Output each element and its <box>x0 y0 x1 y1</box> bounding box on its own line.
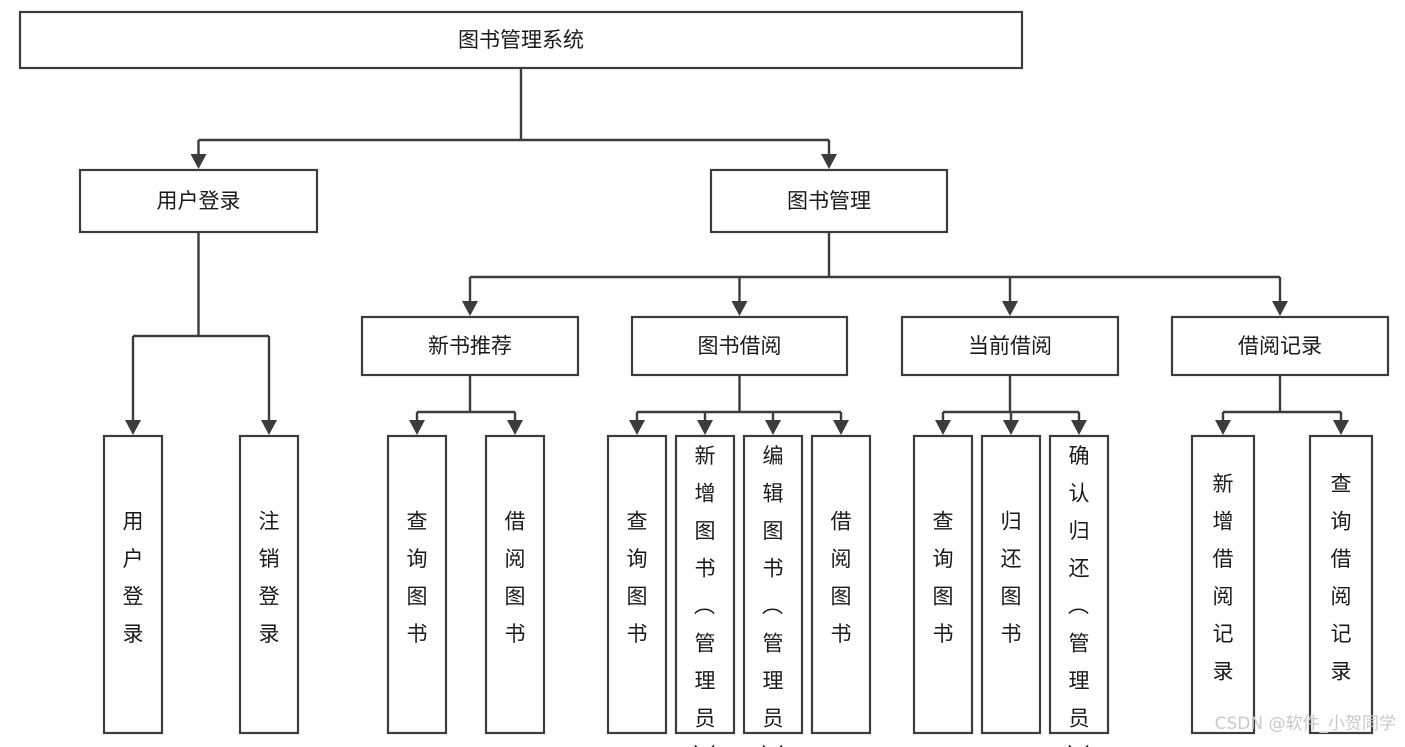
node-leaf-bb-edit[interactable]: 编辑图书（管理员） <box>742 434 804 747</box>
arrow-head-icon <box>1333 420 1349 435</box>
node-label: 借阅图书 <box>831 510 852 647</box>
node-leaf-cb-return[interactable]: 归还图书 <box>980 434 1042 735</box>
node-box[interactable] <box>1190 434 1256 735</box>
arrow-head-icon <box>731 301 748 316</box>
arrow-head-icon <box>1003 420 1019 435</box>
node-l2-book-manage[interactable]: 图书管理 <box>709 168 949 234</box>
node-box[interactable] <box>980 434 1042 735</box>
node-box[interactable] <box>18 10 1024 70</box>
csdn-watermark: CSDN @软件_小贺同学 <box>1215 714 1396 734</box>
node-leaf-user-logout[interactable]: 注销登录 <box>238 434 300 735</box>
arrow-head-icon <box>190 154 207 169</box>
arrow-head-icon <box>629 420 645 435</box>
node-label: 新增借阅记录 <box>1213 472 1234 684</box>
node-l3-book-borrow[interactable]: 图书借阅 <box>630 315 849 377</box>
arrow-head-icon <box>1272 301 1288 316</box>
node-label: 当前借阅 <box>968 334 1052 358</box>
node-box[interactable] <box>709 168 949 234</box>
node-box[interactable] <box>606 434 668 735</box>
arrow-head-icon <box>1215 420 1231 435</box>
node-leaf-bb-borrow[interactable]: 借阅图书 <box>810 434 872 735</box>
node-leaf-br-add[interactable]: 新增借阅记录 <box>1190 434 1256 735</box>
node-box[interactable] <box>900 315 1120 377</box>
node-label: 借阅图书 <box>505 510 526 647</box>
arrow-head-icon <box>409 420 425 435</box>
arrow-head-icon <box>507 420 523 435</box>
node-box[interactable] <box>386 434 448 735</box>
node-l3-new-book-rec[interactable]: 新书推荐 <box>360 315 580 377</box>
node-leaf-cb-confirm[interactable]: 确认归还（管理员） <box>1048 434 1110 747</box>
node-label: 查询借阅记录 <box>1331 472 1352 684</box>
edge-group-l3_borrow_rec <box>1215 375 1349 435</box>
edge-group-l3_new_book_rec <box>409 375 523 435</box>
node-label: 归还图书 <box>1001 510 1022 647</box>
node-label: 确认归还（管理员） <box>1068 444 1090 747</box>
node-box[interactable] <box>1308 434 1374 735</box>
arrow-head-icon <box>697 420 713 435</box>
node-box[interactable] <box>1170 315 1390 377</box>
node-leaf-rec-borrow[interactable]: 借阅图书 <box>484 434 546 735</box>
node-label: 编辑图书（管理员） <box>762 444 784 747</box>
arrow-head-icon <box>935 420 951 435</box>
node-label: 注销登录 <box>259 510 280 647</box>
edge-group-l2_book_manage <box>462 232 1288 316</box>
arrow-head-icon <box>833 420 849 435</box>
arrow-head-icon <box>821 154 837 169</box>
node-box[interactable] <box>912 434 974 735</box>
node-leaf-user-login[interactable]: 用户登录 <box>102 434 164 735</box>
arrow-head-icon <box>462 301 478 316</box>
node-box[interactable] <box>102 434 164 735</box>
node-root[interactable]: 图书管理系统 <box>18 10 1024 70</box>
node-box[interactable] <box>360 315 580 377</box>
node-label: 查询图书 <box>933 510 954 647</box>
node-l2-user-login[interactable]: 用户登录 <box>78 168 319 234</box>
node-box[interactable] <box>810 434 872 735</box>
arrow-head-icon <box>1071 420 1087 435</box>
node-box[interactable] <box>484 434 546 735</box>
node-box[interactable] <box>238 434 300 735</box>
node-box[interactable] <box>78 168 319 234</box>
node-leaf-rec-query[interactable]: 查询图书 <box>386 434 448 735</box>
edge-group-root <box>190 68 837 169</box>
arrow-head-icon <box>765 420 781 435</box>
node-l3-borrow-rec[interactable]: 借阅记录 <box>1170 315 1390 377</box>
node-label: 图书管理 <box>787 189 871 213</box>
node-l3-cur-borrow[interactable]: 当前借阅 <box>900 315 1120 377</box>
node-leaf-bb-add[interactable]: 新增图书（管理员） <box>674 434 736 747</box>
edge-group-l3_book_borrow <box>629 375 849 435</box>
node-box[interactable] <box>1048 434 1110 735</box>
edge-group-l3_cur_borrow <box>935 375 1087 435</box>
node-leaf-br-query[interactable]: 查询借阅记录 <box>1308 434 1374 735</box>
arrow-head-icon <box>1002 301 1018 316</box>
node-label: 借阅记录 <box>1238 334 1322 358</box>
node-label: 查询图书 <box>627 510 648 647</box>
node-label: 图书管理系统 <box>458 28 584 52</box>
node-leaf-bb-query[interactable]: 查询图书 <box>606 434 668 735</box>
edge-group-l2_user_login <box>125 232 277 435</box>
node-leaf-cb-query[interactable]: 查询图书 <box>912 434 974 735</box>
node-label: 新书推荐 <box>428 334 512 358</box>
arrow-head-icon <box>261 420 277 435</box>
arrow-head-icon <box>125 420 141 435</box>
node-label: 用户登录 <box>123 510 144 647</box>
node-box[interactable] <box>630 315 849 377</box>
node-box[interactable] <box>674 434 736 735</box>
node-box[interactable] <box>742 434 804 735</box>
node-label: 查询图书 <box>407 510 428 647</box>
node-label: 新增图书（管理员） <box>694 444 716 747</box>
node-label: 用户登录 <box>157 189 241 213</box>
node-layer: 图书管理系统用户登录图书管理新书推荐图书借阅当前借阅借阅记录用户登录注销登录查询… <box>18 10 1390 747</box>
node-label: 图书借阅 <box>698 334 782 358</box>
edge-layer <box>125 68 1349 435</box>
